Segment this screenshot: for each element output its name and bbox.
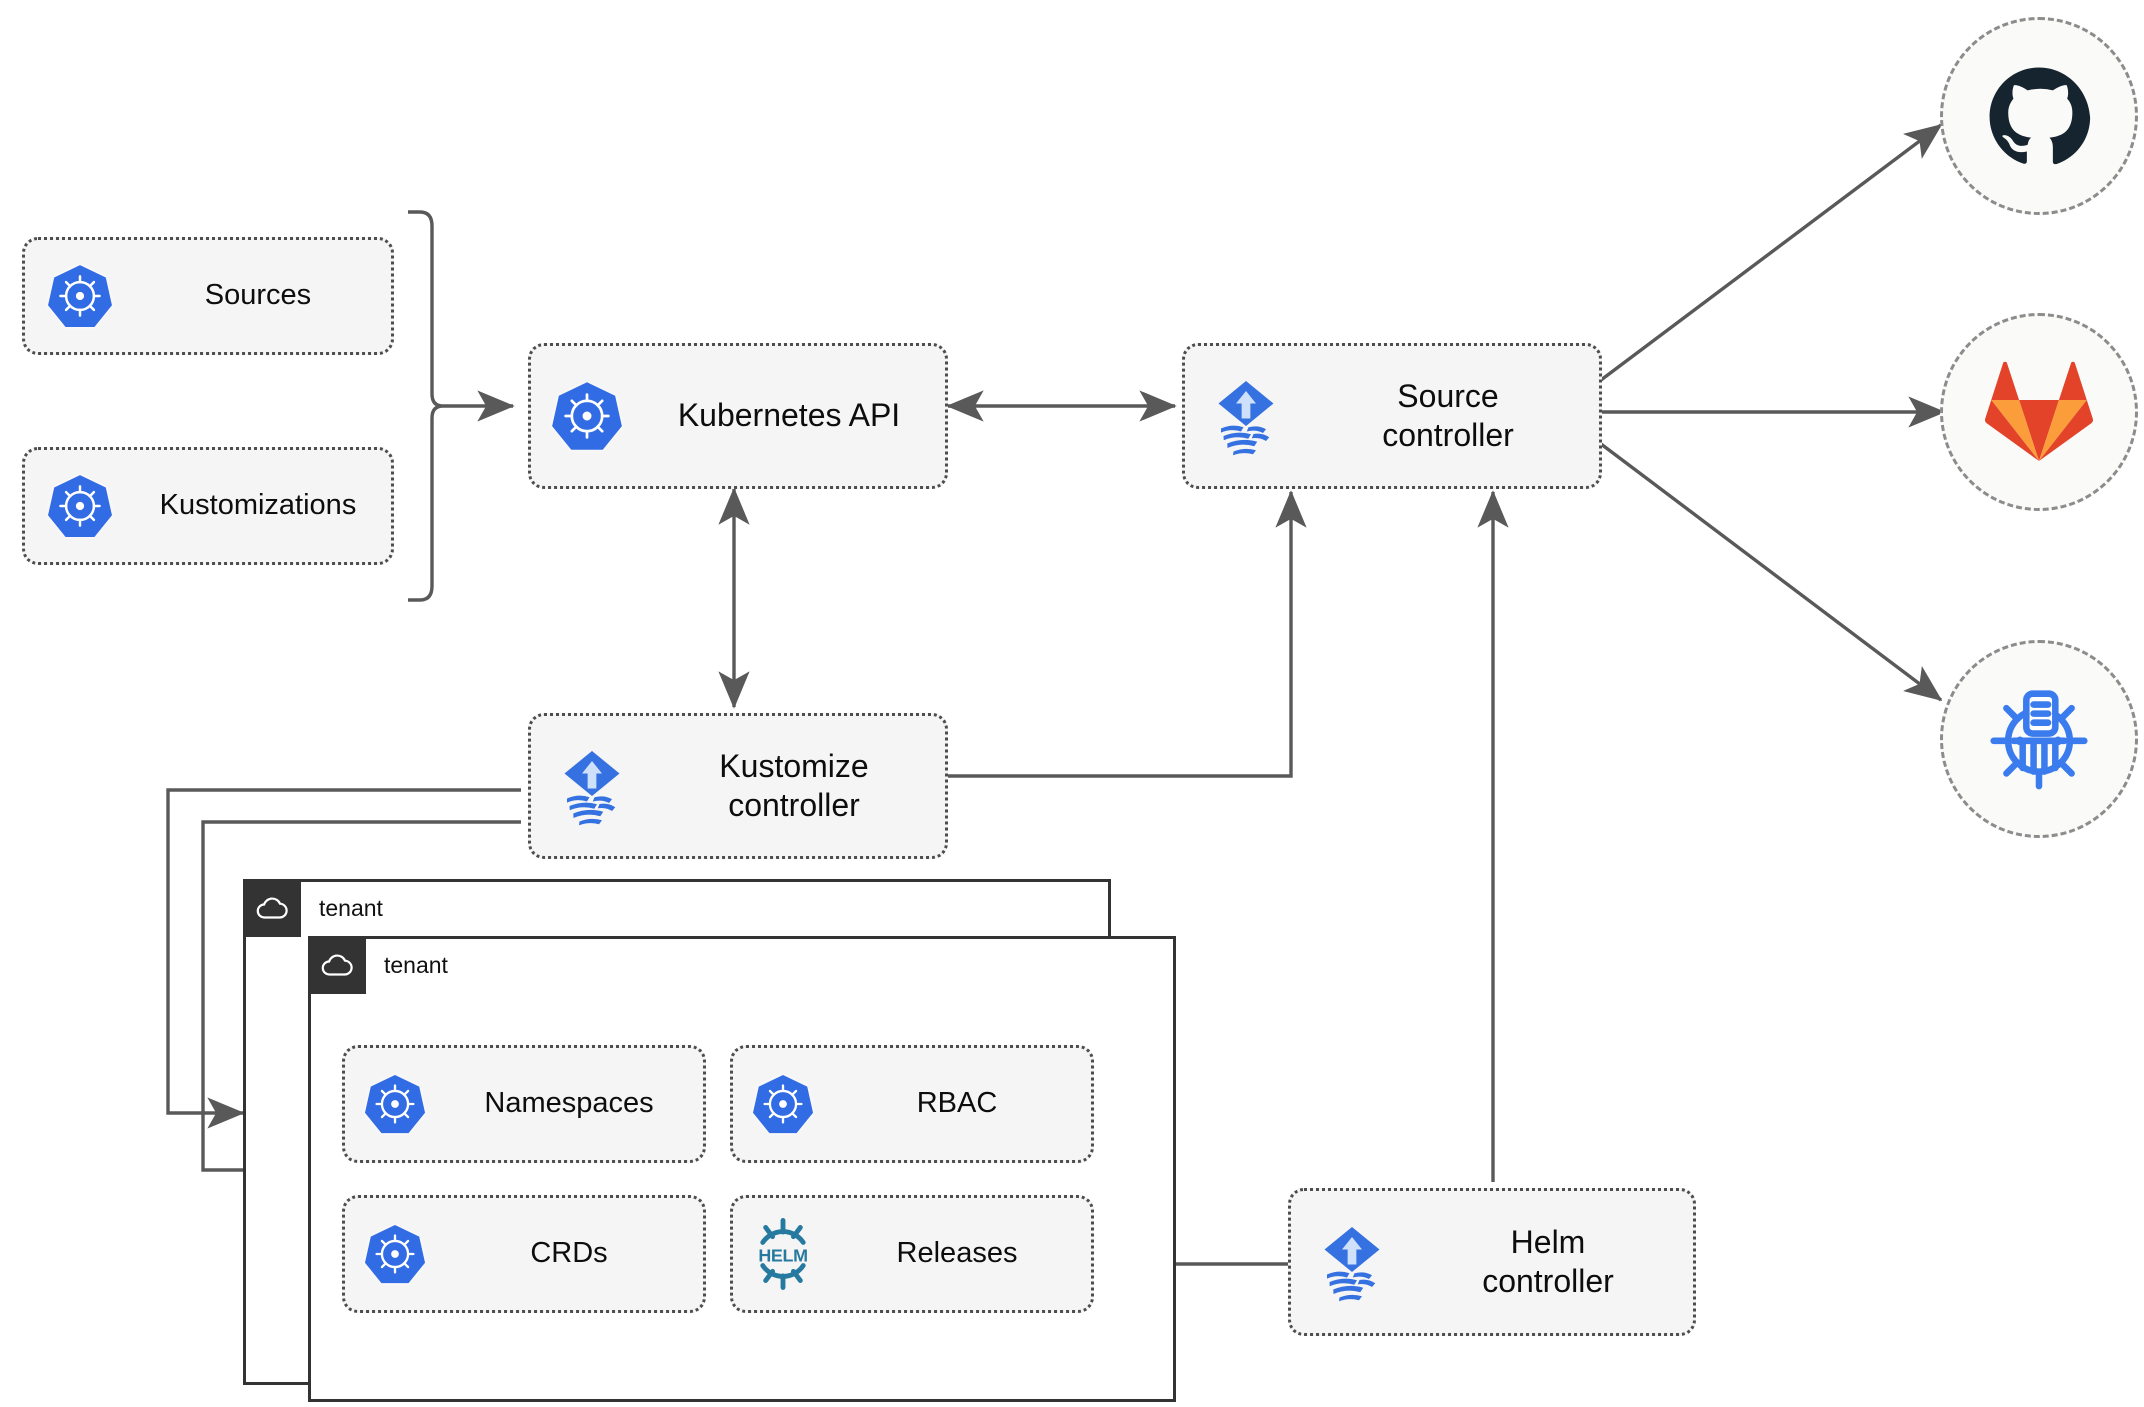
kubernetes-icon [25, 263, 135, 329]
kubernetes-icon [733, 1073, 833, 1135]
node-label: Releases [896, 1237, 1018, 1270]
cloud-icon [308, 936, 366, 994]
node-label: CRDs [530, 1237, 608, 1270]
kubernetes-icon [531, 380, 643, 452]
node-rbac[interactable]: RBAC [730, 1045, 1094, 1163]
github-icon [1989, 67, 2091, 165]
node-label: Helm controller [1482, 1223, 1614, 1299]
wire-sourcectl-helmrepo [1599, 442, 1943, 702]
wire-sourcectl-github [1599, 123, 1943, 382]
tenant-titlebar: tenant [243, 879, 383, 937]
node-sources[interactable]: Sources [22, 237, 394, 355]
flux-icon [531, 746, 653, 826]
node-label: RBAC [916, 1087, 998, 1120]
node-namespaces[interactable]: Namespaces [342, 1045, 706, 1163]
kubernetes-icon [25, 473, 135, 539]
node-releases[interactable]: HELM Releases [730, 1195, 1094, 1313]
node-label: Kustomizations [159, 489, 357, 522]
node-label: Namespaces [484, 1087, 654, 1120]
node-kustomizations[interactable]: Kustomizations [22, 447, 394, 565]
node-source-controller[interactable]: Source controller [1182, 343, 1602, 489]
tenant-name: tenant [384, 951, 448, 978]
helm-chart-repo-icon [1990, 690, 2088, 790]
provider-gitlab[interactable] [1940, 313, 2138, 511]
node-label: Kubernetes API [677, 397, 901, 434]
node-label: Kustomize controller [719, 747, 869, 823]
wire-kustomizectl-sourcectl [948, 490, 1307, 778]
provider-helm-repository[interactable] [1940, 640, 2138, 838]
gitlab-icon [1985, 361, 2093, 462]
tenant-name: tenant [319, 894, 383, 921]
node-helm-controller[interactable]: Helm controller [1288, 1188, 1696, 1336]
kubernetes-icon [345, 1073, 445, 1135]
wire-inputs-bracket [408, 210, 444, 602]
node-kubernetes-api[interactable]: Kubernetes API [528, 343, 948, 489]
kubernetes-icon [345, 1223, 445, 1285]
node-crds[interactable]: CRDs [342, 1195, 706, 1313]
node-kustomize-controller[interactable]: Kustomize controller [528, 713, 948, 859]
flux-icon [1185, 376, 1307, 456]
helm-icon: HELM [733, 1217, 833, 1291]
node-label: Source controller [1382, 377, 1514, 453]
tenant-titlebar: tenant [308, 936, 448, 994]
node-label: Sources [204, 279, 312, 312]
cloud-icon [243, 879, 301, 937]
tenant-window-front[interactable]: tenant Namespaces [308, 936, 1176, 1402]
flux-icon [1291, 1222, 1413, 1302]
provider-github[interactable] [1940, 17, 2138, 215]
svg-text:HELM: HELM [758, 1246, 807, 1266]
